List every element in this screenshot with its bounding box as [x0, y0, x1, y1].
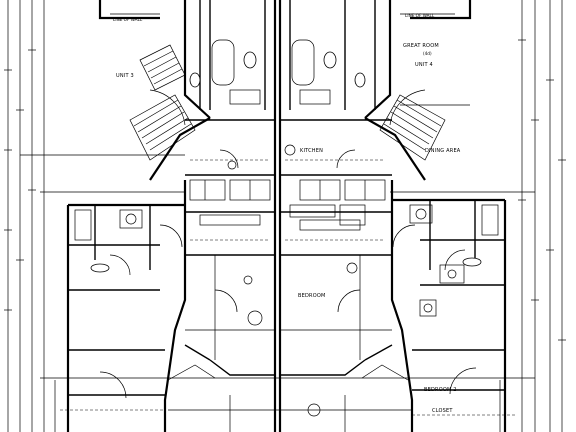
label-unit-right: UNIT 4 — [415, 62, 433, 68]
room-labels: GREAT ROOM (4d) UNIT 4 UNIT 3 KITCHEN DI… — [113, 13, 461, 414]
label-great-room-number: (4d) — [423, 51, 432, 56]
label-great-room: GREAT ROOM — [403, 43, 439, 49]
door-swings — [99, 89, 477, 399]
casework — [185, 159, 392, 360]
label-bedroom: BEDROOM — [298, 293, 326, 299]
exterior-walls — [66, 0, 507, 432]
dimension-lines — [4, 0, 566, 432]
interior-walls — [68, 0, 505, 396]
label-line-of-wall-right: LINE OF WALL — [405, 13, 435, 18]
stair-right — [379, 94, 446, 161]
label-kitchen: KITCHEN — [300, 148, 323, 154]
label-line-of-wall-left: LINE OF WALL — [113, 17, 143, 22]
label-bedroom-2: BEDROOM 2 — [424, 387, 457, 393]
annotation-leaders — [54, 13, 501, 432]
label-dining-area: DINING AREA — [425, 148, 461, 154]
label-closet: CLOSET — [432, 408, 453, 414]
label-unit-left: UNIT 3 — [116, 73, 134, 79]
stair-left — [129, 44, 196, 161]
bay-window-detail — [60, 364, 515, 432]
bath-fixtures — [74, 39, 499, 417]
